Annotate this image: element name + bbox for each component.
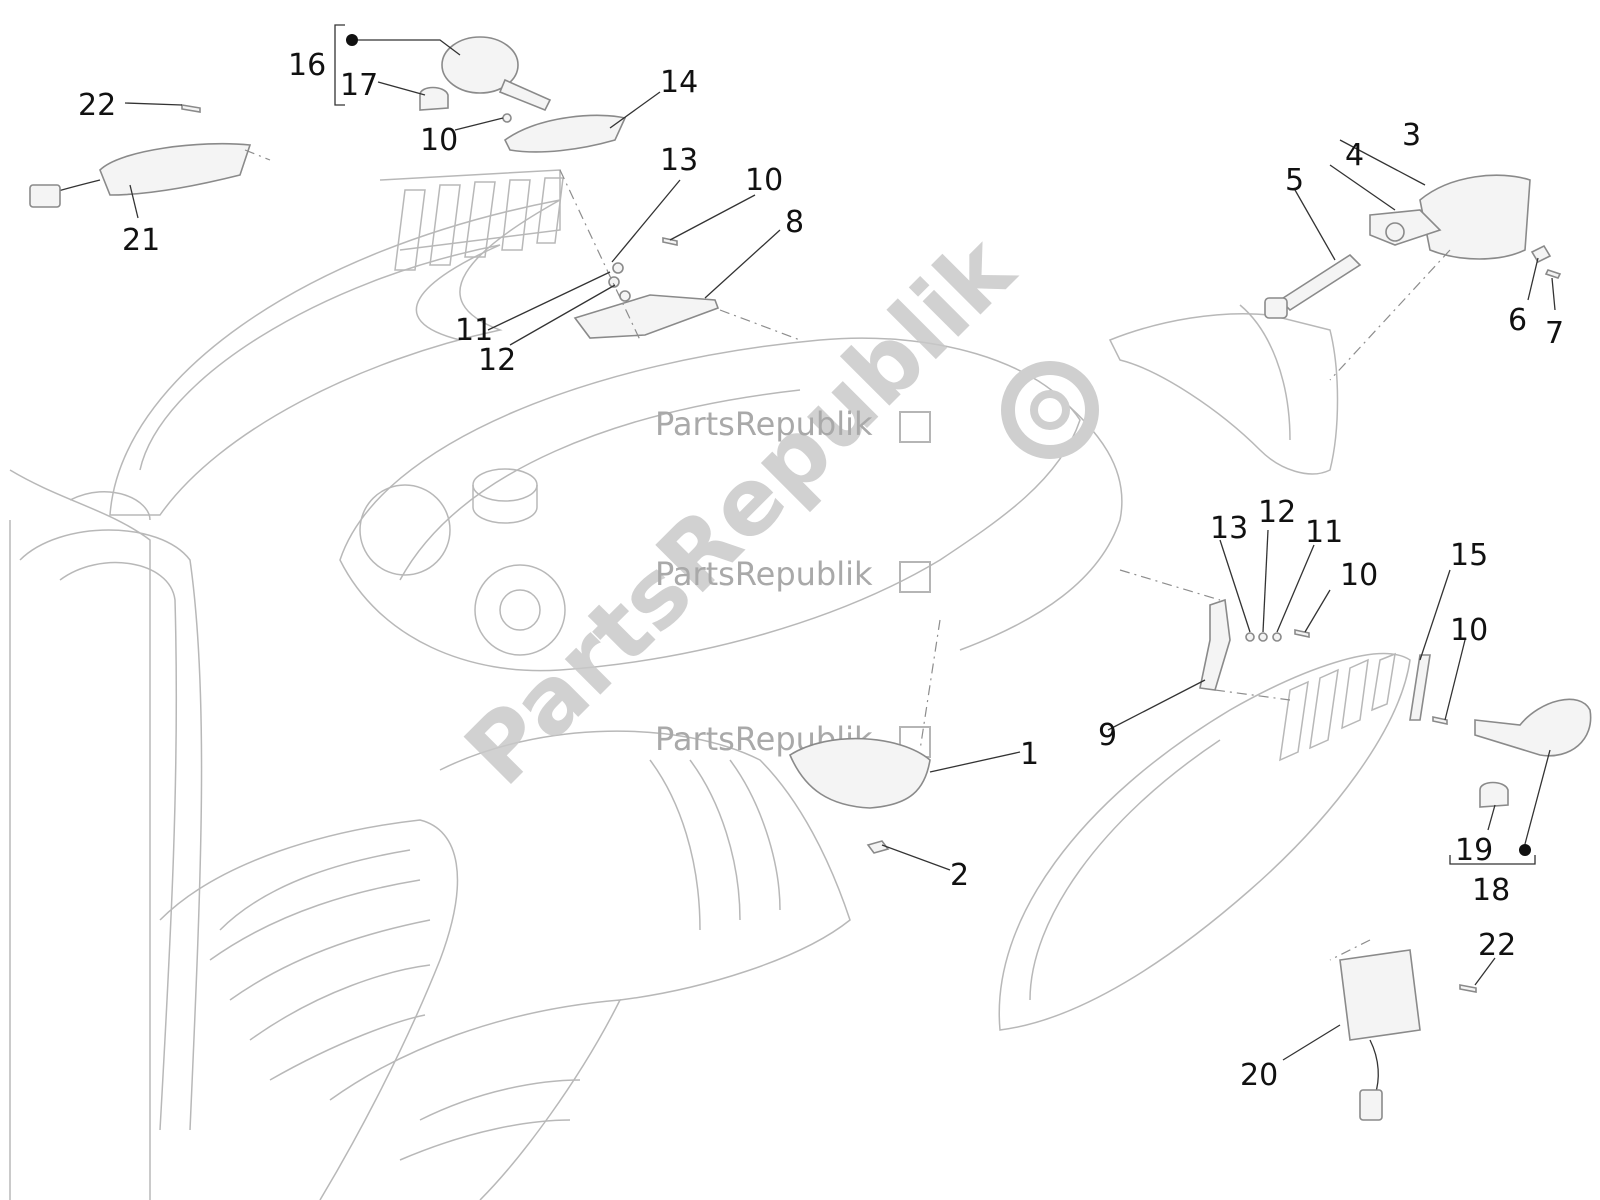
bracket-8 xyxy=(573,294,720,339)
part-label-1: 1 xyxy=(1020,737,1039,772)
indicator-lamp-20 xyxy=(1339,949,1421,1041)
part-label-11-right: 11 xyxy=(1305,515,1343,550)
turn-signal-18 xyxy=(1474,698,1592,757)
watermark-gear-icon xyxy=(1001,361,1099,459)
part-labels: 1 2 3 4 5 6 7 8 9 10 10 10 10 11 11 12 1… xyxy=(78,48,1564,1093)
lens-plate-14 xyxy=(503,114,627,153)
turn-signal-16 xyxy=(441,36,519,94)
part-label-5: 5 xyxy=(1285,163,1304,198)
watermark-small-gear-icon xyxy=(899,411,931,758)
assembly-dashed-lines xyxy=(244,149,1451,961)
part-label-3: 3 xyxy=(1402,118,1421,153)
bulb-socket-5 xyxy=(1278,253,1362,312)
tail-lamp-housing-3 xyxy=(1419,174,1531,260)
part-label-13-top: 13 xyxy=(660,143,698,178)
part-label-22-lower: 22 xyxy=(1478,928,1516,963)
part-label-14: 14 xyxy=(660,65,698,100)
part-label-16: 16 xyxy=(288,48,326,83)
part-label-13-right: 13 xyxy=(1210,511,1248,546)
part-label-10-mid: 10 xyxy=(745,163,783,198)
part-label-10-lower: 10 xyxy=(1450,613,1488,648)
side-lamp-1 xyxy=(788,737,931,809)
lens-strip-15 xyxy=(1409,654,1431,721)
indicator-lamp-21 xyxy=(99,142,252,196)
bracket-9 xyxy=(1199,598,1231,691)
part-label-12-top: 12 xyxy=(478,343,516,378)
part-label-20: 20 xyxy=(1240,1058,1278,1093)
part-label-2: 2 xyxy=(950,858,969,893)
part-label-8: 8 xyxy=(785,205,804,240)
watermark-brand-2: PartsRepublik xyxy=(655,555,873,593)
bulb-17 xyxy=(419,86,449,111)
part-label-15: 15 xyxy=(1450,538,1488,573)
watermark-big-text: PartsRepublik xyxy=(445,215,1035,805)
part-label-7: 7 xyxy=(1545,316,1564,351)
part-label-10-right: 10 xyxy=(1340,558,1378,593)
part-label-6: 6 xyxy=(1508,303,1527,338)
part-label-21: 21 xyxy=(122,223,160,258)
bulb-19 xyxy=(1479,781,1509,808)
part-label-18: 18 xyxy=(1472,873,1510,908)
part-label-4: 4 xyxy=(1345,138,1364,173)
part-label-19: 19 xyxy=(1455,833,1493,868)
part-label-9: 9 xyxy=(1098,718,1117,753)
part-label-17: 17 xyxy=(340,68,378,103)
components xyxy=(29,36,1592,1121)
leader-lines xyxy=(124,24,1556,1061)
part-label-12-right: 12 xyxy=(1258,495,1296,530)
part-label-22-top: 22 xyxy=(78,88,116,123)
watermark-brand-1: PartsRepublik xyxy=(655,405,873,443)
part-label-10-top: 10 xyxy=(420,123,458,158)
part-label-11-top: 11 xyxy=(455,313,493,348)
